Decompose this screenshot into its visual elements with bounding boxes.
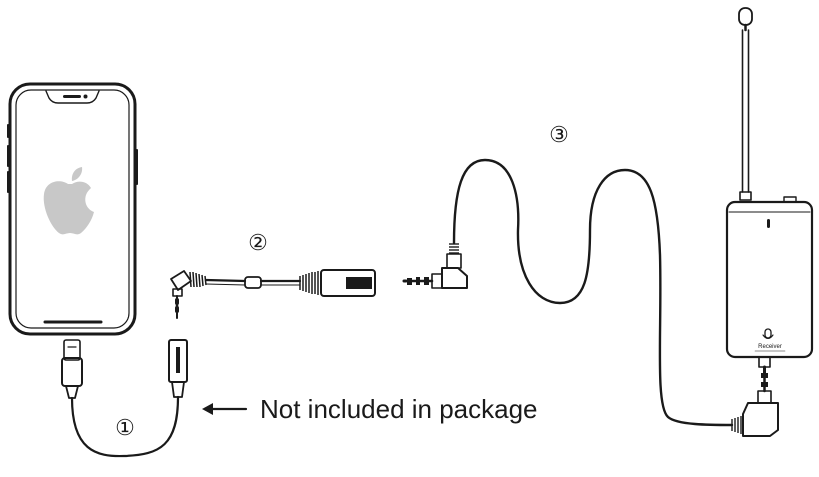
adapter-number: ① (115, 415, 135, 440)
cable-clip (244, 276, 262, 289)
iphone (7, 82, 138, 336)
jack-socket (299, 269, 376, 297)
headphone-jack-socket (168, 339, 188, 398)
wireless-receiver: Receiver (725, 7, 814, 368)
antenna (738, 7, 753, 201)
audio-cable (452, 158, 734, 427)
arrow-head-icon (202, 403, 213, 415)
not-included-note: Not included in package (260, 394, 538, 424)
splitter-number: ② (248, 230, 268, 255)
apple-logo-icon (43, 167, 94, 235)
not-included-callout: Not included in package (202, 394, 538, 424)
cable-number: ③ (549, 122, 569, 147)
lightning-adapter: ① (61, 339, 188, 458)
receiver-label: Receiver (758, 344, 782, 350)
extension-cable: ② (170, 230, 376, 319)
receiver-plug (731, 365, 779, 437)
trrs-plug (402, 243, 468, 289)
right-angle-plug (170, 270, 207, 319)
microphone-icon (762, 328, 774, 340)
adapter-cable (70, 395, 180, 458)
lightning-plug (61, 339, 83, 399)
